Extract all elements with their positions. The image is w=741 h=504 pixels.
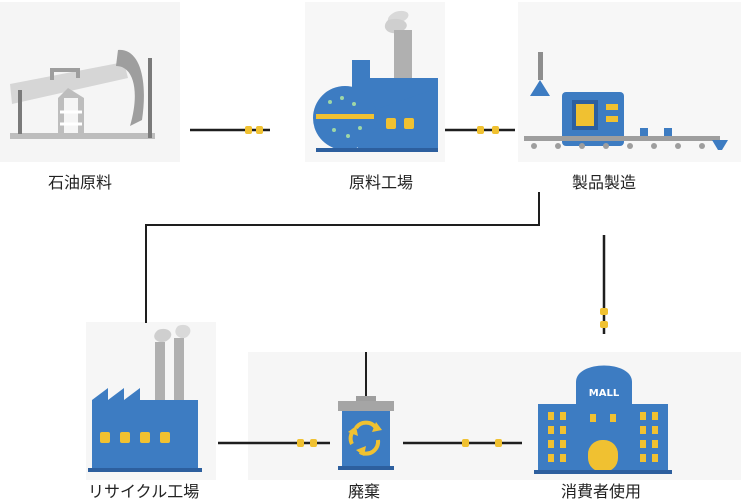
shopping-mall-icon: MALL <box>534 365 672 474</box>
valve-icon <box>245 126 252 134</box>
production-line-icon <box>524 52 728 150</box>
valve-icon <box>310 439 317 447</box>
connector-manufacturing-to-consumer <box>600 235 608 334</box>
connector-waste-to-consumer <box>403 439 522 447</box>
mall-sign: MALL <box>589 388 620 399</box>
connector-material-to-manufacturing <box>445 126 515 134</box>
valve-icon <box>477 126 484 134</box>
manufacturing-panel <box>518 2 741 162</box>
valve-icon <box>495 439 502 447</box>
recycling-bin-icon <box>338 396 394 470</box>
valve-icon <box>297 439 304 447</box>
oil-pumpjack-icon <box>10 49 155 139</box>
valve-icon <box>462 439 469 447</box>
material-factory-icon <box>313 10 438 152</box>
label-manufacturing: 製品製造 <box>572 173 637 192</box>
connector-recycling-to-waste <box>218 439 330 447</box>
label-waste: 廃棄 <box>348 482 381 501</box>
label-oil: 石油原料 <box>48 173 113 192</box>
label-material-factory: 原料工場 <box>349 173 414 192</box>
connector-manufacturing-to-recycling <box>145 192 540 323</box>
valve-icon <box>256 126 263 134</box>
connector-oil-to-material <box>190 126 270 134</box>
valve-icon <box>600 308 608 315</box>
recycling-factory-icon <box>88 324 202 472</box>
label-consumer-use: 消費者使用 <box>561 482 642 501</box>
valve-icon <box>600 321 608 328</box>
label-recycling-factory: リサイクル工場 <box>88 482 200 501</box>
valve-icon <box>492 126 499 134</box>
